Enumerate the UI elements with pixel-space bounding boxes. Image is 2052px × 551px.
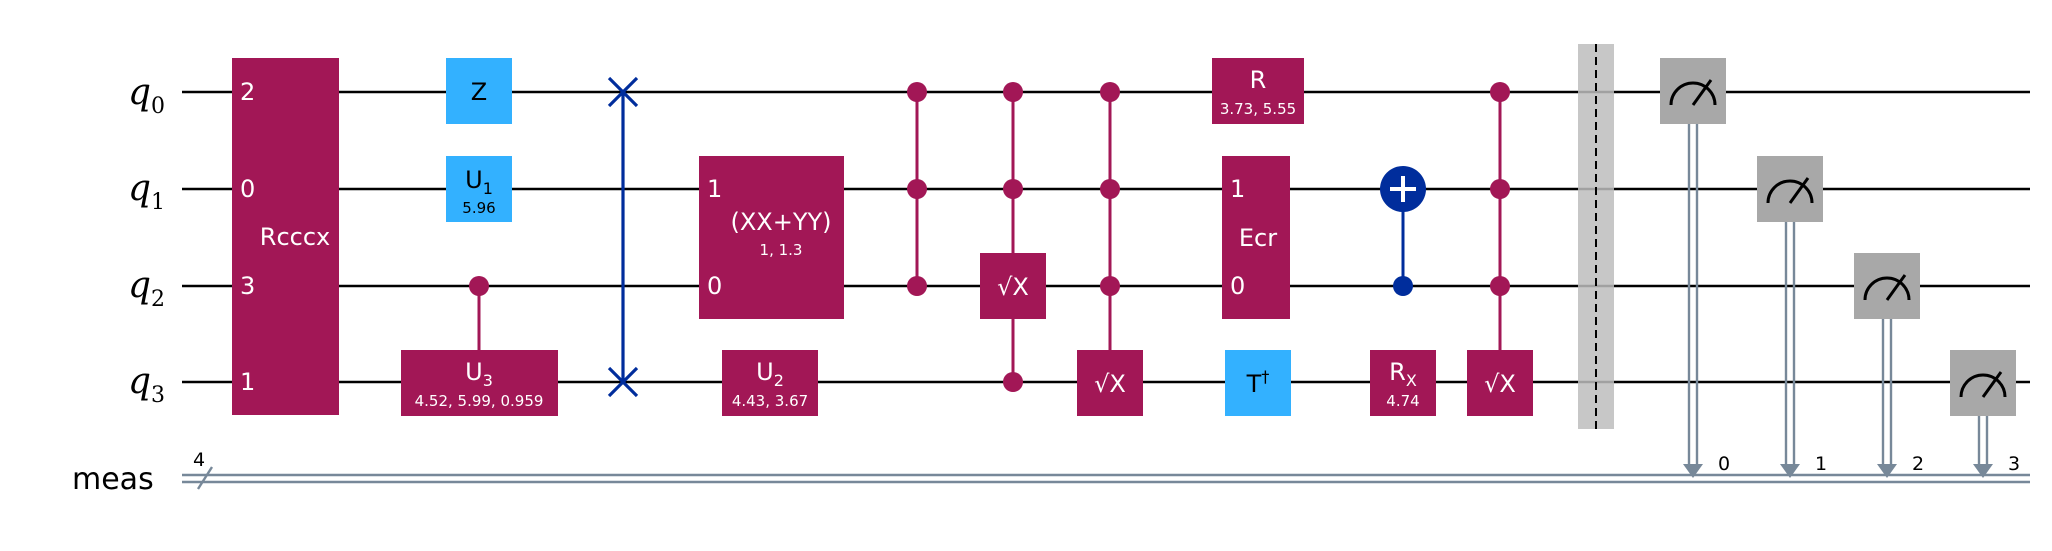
controlled-u3-gate: U3 4.52, 5.99, 0.959 [401, 276, 558, 416]
svg-text:√X: √X [1484, 370, 1516, 398]
svg-text:4.74: 4.74 [1386, 392, 1419, 410]
svg-text:R: R [1250, 66, 1267, 94]
svg-text:4.43, 3.67: 4.43, 3.67 [732, 392, 808, 410]
barrier [1578, 44, 1614, 429]
meter-icon [1766, 179, 1814, 204]
meter-icon [1863, 276, 1911, 301]
xx-plus-yy-gate: 1 0 (XX+YY) 1, 1.3 [699, 156, 844, 319]
svg-text:U3: U3 [465, 358, 493, 390]
svg-text:0: 0 [1718, 453, 1730, 475]
svg-text:Ecr: Ecr [1239, 224, 1277, 252]
qubit-label-q1: q1 [128, 168, 165, 215]
qubit-label-q3: q3 [128, 361, 165, 408]
controlled-sx-gate-2: √X [1077, 82, 1143, 416]
svg-text:1: 1 [707, 175, 722, 203]
meter-icon [1669, 81, 1717, 106]
cx-gate [1380, 166, 1426, 296]
ccz-gate [907, 82, 927, 296]
svg-text:0: 0 [240, 175, 255, 203]
svg-text:1: 1 [240, 368, 255, 396]
qubit-label-q2: q2 [128, 265, 165, 312]
register-size-slash [196, 466, 214, 490]
svg-text:T†: T† [1246, 367, 1270, 398]
tdg-gate: T† [1225, 350, 1291, 416]
svg-text:U1: U1 [465, 166, 493, 198]
meter-icon [1959, 373, 2007, 398]
qubit-label-q0: q0 [128, 72, 165, 119]
svg-text:RX: RX [1389, 358, 1417, 390]
classical-register-label: meas [72, 462, 154, 497]
svg-text:0: 0 [707, 272, 722, 300]
svg-text:√X: √X [997, 273, 1029, 301]
svg-text:0: 0 [1230, 272, 1245, 300]
control-dot [469, 276, 489, 296]
u2-gate: U2 4.43, 3.67 [722, 350, 818, 416]
measure-q1: 1 [1757, 156, 1827, 478]
svg-text:√X: √X [1094, 370, 1126, 398]
rx-gate: RX 4.74 [1370, 350, 1436, 416]
svg-text:3: 3 [240, 272, 255, 300]
svg-text:Rcccx: Rcccx [260, 223, 330, 251]
svg-text:Z: Z [471, 78, 487, 106]
svg-text:(XX+YY): (XX+YY) [730, 208, 831, 236]
swap-gate [607, 76, 639, 398]
svg-text:U2: U2 [756, 358, 784, 390]
controlled-sx-gate-1: √X [980, 82, 1046, 392]
measure-q3: 3 [1950, 350, 2020, 478]
measure-q2: 2 [1854, 253, 1924, 478]
register-size-label: 4 [193, 449, 205, 471]
z-gate: Z [446, 58, 512, 124]
svg-text:3: 3 [2008, 453, 2020, 475]
svg-text:1, 1.3: 1, 1.3 [760, 241, 803, 259]
u1-gate: U1 5.96 [446, 156, 512, 222]
r-gate: R 3.73, 5.55 [1212, 58, 1304, 124]
measure-q0: 0 [1660, 58, 1730, 478]
svg-text:2: 2 [240, 78, 255, 106]
svg-text:1: 1 [1230, 175, 1245, 203]
controlled-sx-gate-3: √X [1467, 82, 1533, 416]
svg-text:5.96: 5.96 [462, 199, 495, 217]
control-dot [1393, 276, 1413, 296]
rcccx-gate: 2 0 3 1 Rcccx [232, 58, 339, 415]
svg-text:1: 1 [1815, 453, 1827, 475]
svg-text:3.73, 5.55: 3.73, 5.55 [1220, 100, 1296, 118]
classical-wire [182, 473, 2030, 484]
svg-text:4.52, 5.99, 0.959: 4.52, 5.99, 0.959 [415, 392, 544, 410]
ecr-gate: 1 0 Ecr [1222, 156, 1290, 319]
svg-text:2: 2 [1912, 453, 1924, 475]
